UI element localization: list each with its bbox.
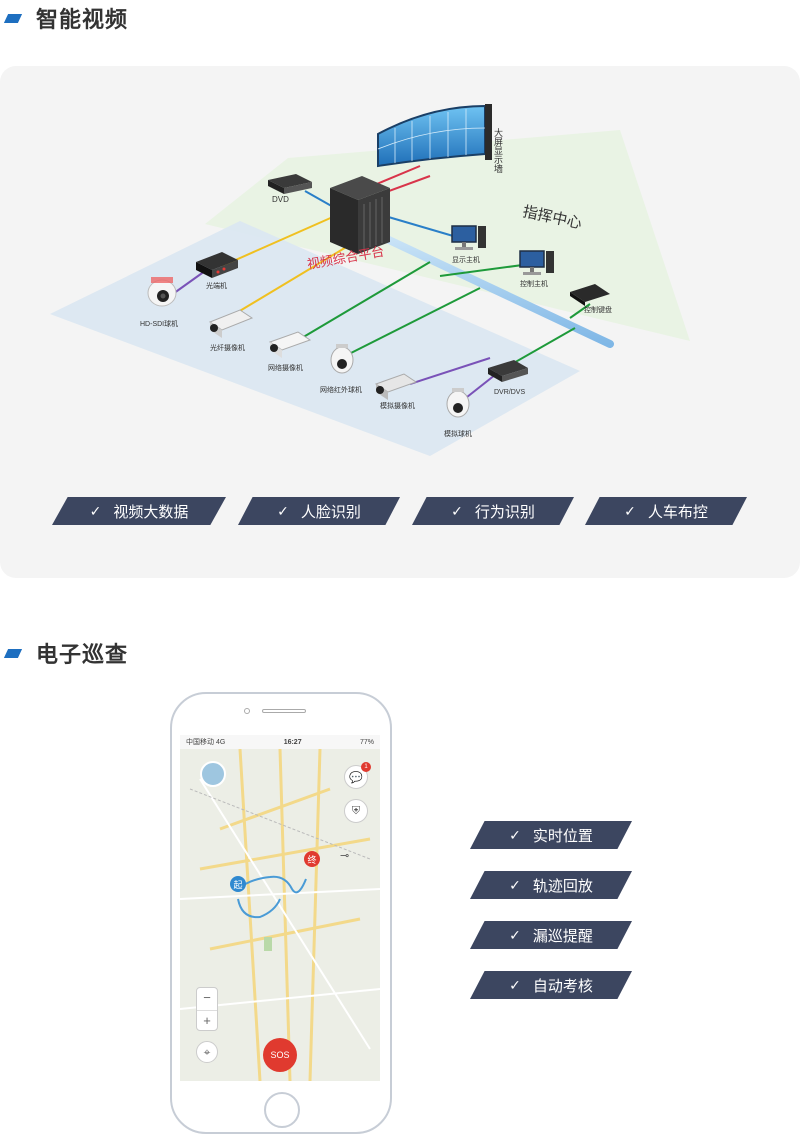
tag-label: 人脸识别 bbox=[300, 503, 361, 521]
command-center-plane bbox=[205, 130, 690, 341]
dvr-dvs-label: DVR/DVS bbox=[494, 389, 525, 396]
analog-camera bbox=[374, 373, 418, 400]
link-analog-camera bbox=[409, 357, 491, 385]
check-icon: ✓ bbox=[624, 502, 636, 519]
tag-face-recognition: ✓ 人脸识别 bbox=[238, 497, 400, 525]
tag-track-playback: ✓ 轨迹回放 bbox=[470, 871, 632, 899]
video-wall bbox=[377, 104, 492, 168]
carrier: 中国移动 bbox=[186, 739, 214, 746]
tag-label: 视频大数据 bbox=[113, 503, 189, 521]
analog-camera-label: 模拟摄像机 bbox=[380, 401, 415, 410]
status-bar: 中国移动 4G 16:27 77% bbox=[180, 735, 380, 749]
tag-video-big-data: ✓ 视频大数据 bbox=[52, 497, 226, 525]
network-ir-dome-label: 网络红外球机 bbox=[320, 385, 362, 394]
message-badge: 1 bbox=[361, 762, 371, 772]
title-accent-bar bbox=[3, 648, 23, 658]
analog-dome-label: 模拟球机 bbox=[444, 429, 472, 438]
section-title-text: 电子巡查 bbox=[36, 642, 129, 667]
tag-vehicle-control: ✓ 人车布控 bbox=[585, 497, 747, 525]
link-dvr bbox=[504, 327, 576, 369]
fiber-camera bbox=[208, 309, 254, 338]
section-title-video: 智能视频 bbox=[0, 2, 128, 34]
avatar[interactable] bbox=[200, 761, 226, 787]
tag-label: 漏巡提醒 bbox=[532, 927, 593, 945]
control-keyboard-label: 控制键盘 bbox=[584, 305, 612, 314]
patrol-track bbox=[237, 875, 307, 919]
zoom-out-button[interactable]: − bbox=[203, 990, 211, 1005]
front-camera bbox=[244, 708, 250, 714]
field-plane bbox=[50, 221, 580, 456]
dvd-label: DVD bbox=[272, 195, 289, 204]
analog-dome bbox=[446, 388, 470, 418]
check-icon: ✓ bbox=[89, 502, 102, 519]
section-title-text: 智能视频 bbox=[36, 7, 129, 32]
end-marker[interactable]: 终 bbox=[304, 851, 320, 867]
tag-label: 自动考核 bbox=[532, 977, 593, 995]
control-host-pc bbox=[519, 250, 554, 275]
link-optical bbox=[221, 215, 336, 267]
battery: 77% bbox=[359, 738, 374, 746]
tag-label: 行为识别 bbox=[474, 503, 535, 521]
platform-server bbox=[330, 176, 390, 254]
shield-icon[interactable]: ⛨ bbox=[344, 799, 368, 823]
network-camera-label: 网络摄像机 bbox=[268, 363, 303, 372]
tag-auto-assessment: ✓ 自动考核 bbox=[470, 971, 632, 999]
start-marker[interactable]: 起 bbox=[230, 876, 246, 892]
network-ir-dome bbox=[330, 344, 354, 374]
link-display-host bbox=[384, 215, 461, 239]
tag-label: 实时位置 bbox=[532, 827, 593, 845]
check-icon: ✓ bbox=[509, 876, 521, 893]
display-host-label: 显示主机 bbox=[452, 255, 480, 264]
check-icon: ✓ bbox=[509, 826, 521, 843]
key-icon[interactable]: ⊸ bbox=[340, 850, 350, 862]
check-icon: ✓ bbox=[509, 926, 521, 943]
network-camera bbox=[268, 331, 312, 358]
display-host-pc bbox=[451, 225, 486, 250]
phone-screen: 中国移动 4G 16:27 77% 💬 1 ⛨ ⊸ 起 终 − + ⌖ SOS bbox=[180, 735, 380, 1081]
dvd-device bbox=[268, 174, 312, 194]
tag-missed-patrol-alert: ✓ 漏巡提醒 bbox=[470, 921, 632, 949]
control-keyboard bbox=[570, 284, 610, 306]
link-control-host bbox=[439, 263, 531, 277]
map-view[interactable] bbox=[180, 749, 380, 1081]
link-keyboard bbox=[569, 303, 591, 319]
sos-button[interactable]: SOS bbox=[263, 1038, 297, 1072]
tag-behavior-recognition: ✓ 行为识别 bbox=[412, 497, 574, 525]
video-wall-label: 大屏显示墙 bbox=[493, 127, 503, 174]
section-title-patrol: 电子巡查 bbox=[0, 637, 128, 669]
earpiece bbox=[262, 709, 306, 713]
fiber-camera-label: 光纤摄像机 bbox=[210, 343, 245, 352]
tag-realtime-location: ✓ 实时位置 bbox=[470, 821, 632, 849]
tag-label: 人车布控 bbox=[647, 503, 708, 521]
optical-terminal-label: 光端机 bbox=[206, 281, 227, 290]
tag-label: 轨迹回放 bbox=[532, 877, 593, 895]
link-ir-dome bbox=[344, 287, 481, 357]
hd-sdi-dome bbox=[147, 277, 177, 307]
system-diagram: 大屏显示墙 DVD 视频综合平台 指挥中心 显示主机 控制主机 控制 bbox=[50, 104, 690, 456]
check-icon: ✓ bbox=[451, 502, 463, 519]
zoom-control: − + bbox=[196, 987, 218, 1031]
title-accent-bar bbox=[3, 13, 23, 23]
link-network-camera bbox=[294, 261, 431, 343]
control-host-label: 控制主机 bbox=[520, 279, 548, 288]
network: 4G bbox=[215, 739, 226, 746]
check-icon: ✓ bbox=[509, 976, 521, 993]
clock: 16:27 bbox=[283, 738, 302, 746]
hd-sdi-dome-label: HD-SDI球机 bbox=[140, 319, 178, 328]
check-icon: ✓ bbox=[277, 502, 289, 519]
link-fiber-camera bbox=[227, 245, 349, 319]
locate-icon[interactable]: ⌖ bbox=[196, 1041, 218, 1063]
home-button[interactable] bbox=[264, 1092, 300, 1128]
dvr-dvs-device bbox=[488, 360, 528, 382]
zoom-in-button[interactable]: + bbox=[197, 1010, 217, 1031]
optical-terminal bbox=[196, 252, 238, 278]
message-icon[interactable]: 💬 bbox=[344, 765, 368, 789]
